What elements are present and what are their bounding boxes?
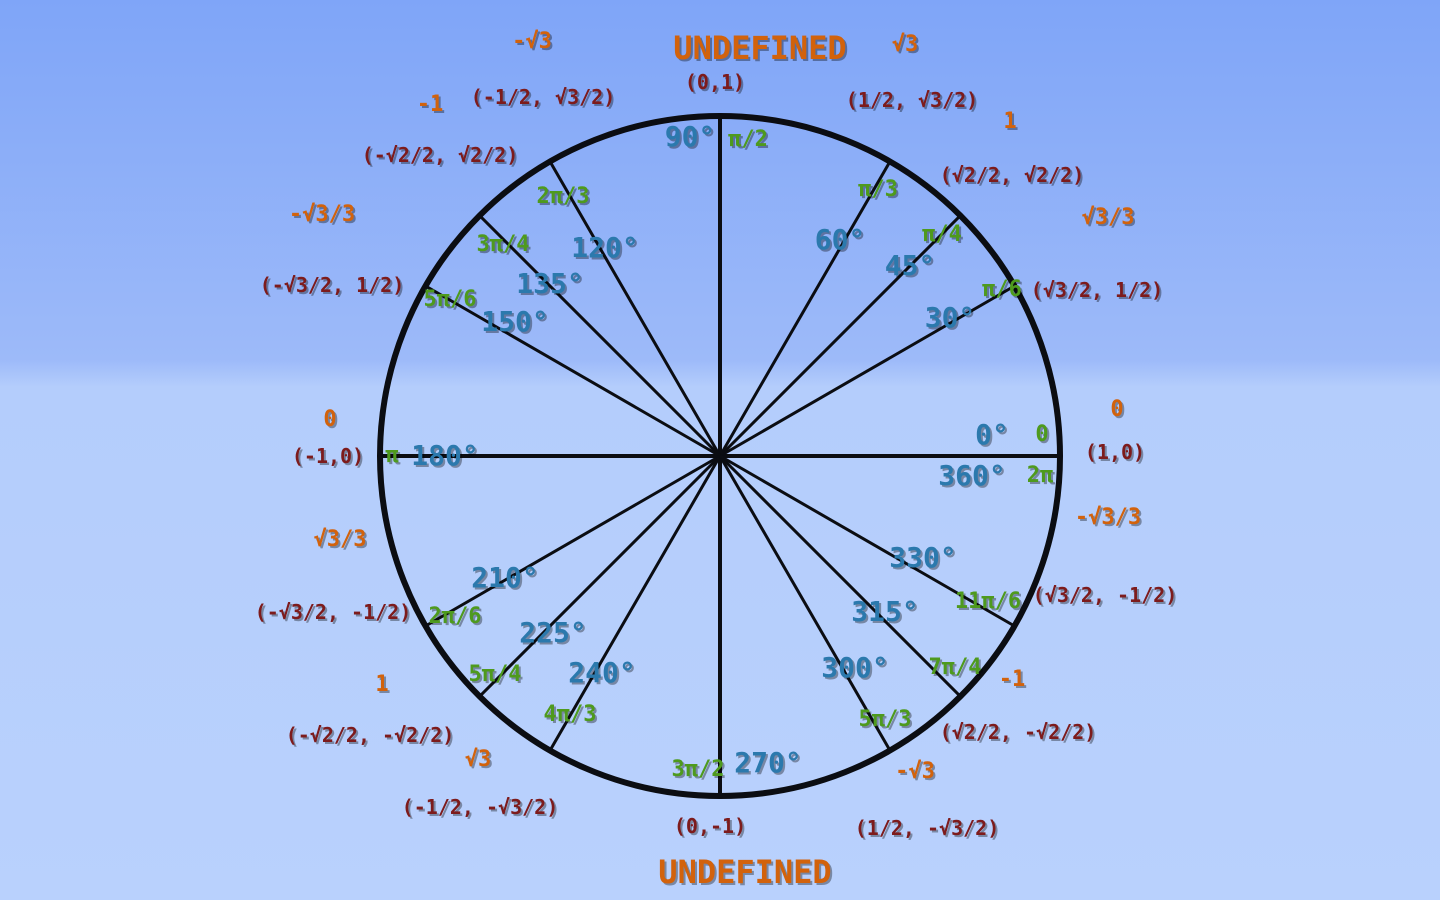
degree-label: 240° [568,656,636,689]
degree-label: 180° [411,439,479,472]
coordinate-label: (√2/2, -√2/2) [939,720,1097,744]
degree-label: 300° [821,651,889,684]
degree-label: 150° [481,305,549,338]
coordinate-label: (1/2, -√3/2) [854,816,1000,840]
radius-line-120 [548,160,722,457]
coordinate-label: (√2/2, √2/2) [939,163,1085,187]
radian-label: 0 [1035,422,1049,447]
degree-label: 60° [814,223,866,256]
coordinate-label: (0,1) [684,70,746,94]
radian-label: 3π/4 [476,232,530,257]
radius-line-330 [719,454,1016,628]
coordinate-label: (-√3/2, 1/2) [259,273,405,297]
degree-label: 225° [519,616,587,649]
radius-line-315 [718,454,962,698]
tangent-label: -√3/3 [1074,505,1142,530]
coordinate-label: (-√3/2, -1/2) [254,600,412,624]
coordinate-label: (-1/2, √3/2) [470,85,616,109]
radian-label: 2π/6 [428,604,482,629]
degree-label: 90° [664,120,716,153]
degree-label: 330° [889,541,957,574]
tangent-label: 1 [375,672,389,697]
tangent-label: -1 [416,92,444,117]
coordinate-label: (-√2/2, -√2/2) [285,723,455,747]
radian-label: π [385,443,399,468]
radius-line-210 [424,454,721,628]
radian-label: π/3 [858,177,898,202]
tangent-label: -√3/3 [288,202,356,227]
tangent-label: 1 [1003,109,1017,134]
radian-label: 11π/6 [954,589,1022,614]
radian-label: 3π/2 [671,757,725,782]
tangent-label: -√3 [895,759,935,784]
tangent-label: √3 [891,32,919,57]
radius-line-150 [424,284,721,458]
radian-label: 7π/4 [928,655,982,680]
tangent-label: √3/3 [313,527,367,552]
degree-label-360: 360° [938,459,1006,492]
tangent-label: √3 [464,747,492,772]
tangent-label: 0 [1110,397,1124,422]
coordinate-label: (-1,0) [291,444,365,468]
radian-label: 5π/4 [468,662,522,687]
degree-label: 0° [975,418,1009,451]
coordinate-label: (-1/2, -√3/2) [401,795,559,819]
radian-label: π/4 [922,222,962,247]
tangent-label: 0 [323,407,337,432]
radius-line-135 [478,214,722,458]
radius-line-300 [718,455,892,752]
radian-label: 2π/3 [536,184,590,209]
degree-label: 30° [924,301,976,334]
coordinate-label: (-√2/2, √2/2) [361,143,519,167]
degree-label: 45° [884,249,936,282]
radian-label: 5π/3 [858,707,912,732]
coordinate-label: (√3/2, -1/2) [1032,583,1178,607]
tangent-label: -√3 [512,29,552,54]
degree-label: 315° [851,595,919,628]
coordinate-label: (1/2, √3/2) [845,88,979,112]
tangent-label: -1 [998,667,1026,692]
radian-label-2pi: 2π [1026,463,1054,488]
degree-label: 120° [571,231,639,264]
radian-label: 5π/6 [423,287,477,312]
radian-label: 4π/3 [543,702,597,727]
tangent-label: UNDEFINED [658,853,832,891]
radius-line-240 [548,455,722,752]
coordinate-label: (1,0) [1084,440,1146,464]
coordinate-label: (√3/2, 1/2) [1030,278,1164,302]
radian-label: π/2 [728,127,768,152]
degree-label: 135° [516,267,584,300]
radius-line-60 [718,160,892,457]
radius-line-45 [718,214,962,458]
radius-line-225 [478,454,722,698]
tangent-label: UNDEFINED [673,29,847,67]
degree-label: 270° [734,746,802,779]
coordinate-label: (0,-1) [673,814,747,838]
radian-label: π/6 [982,277,1022,302]
degree-label: 210° [471,561,539,594]
radius-line-30 [719,284,1016,458]
tangent-label: √3/3 [1081,205,1135,230]
